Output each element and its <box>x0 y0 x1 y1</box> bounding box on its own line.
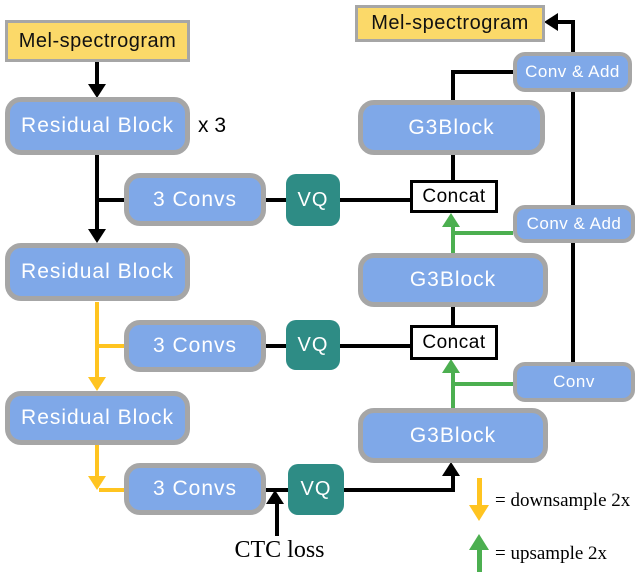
legend-downsample-label: = downsample 2x <box>495 490 631 511</box>
arrowhead-upsample-into-concat2 <box>442 359 460 373</box>
node-vq-3: VQ <box>288 464 344 515</box>
node-residual-block-3: Residual Block <box>5 391 190 445</box>
edge-res2-to-res3-downsample <box>95 302 99 378</box>
edge-g3b3-upsample <box>451 372 455 408</box>
legend-upsample-arrowhead <box>469 534 489 550</box>
edge-ctc-loss <box>275 504 279 536</box>
node-mel-spectrogram-output: Mel-spectrogram <box>355 5 545 42</box>
node-3convs-2: 3 Convs <box>124 320 266 372</box>
node-vq-1: VQ <box>286 174 340 226</box>
node-3convs-3: 3 Convs <box>124 463 266 515</box>
node-conv-add-2: Conv & Add <box>513 205 635 243</box>
edge-concat2-to-g3b2 <box>451 307 455 325</box>
edge-branch-to-convs2 <box>95 344 124 348</box>
arrowhead-upsample-into-concat1 <box>442 213 460 227</box>
node-mel-spectrogram-input: Mel-spectrogram <box>5 20 190 62</box>
node-g3block-3: G3Block <box>358 408 548 463</box>
arrowhead-into-g3b3 <box>442 462 460 476</box>
node-g3block-1: G3Block <box>358 100 545 155</box>
edge-res1-to-res2 <box>95 155 99 230</box>
node-g3block-2: G3Block <box>358 253 548 307</box>
legend-upsample-arrow <box>477 549 482 572</box>
edge-convs2-to-vq2 <box>266 344 286 348</box>
edge-g3b1-up <box>451 72 455 100</box>
edge-vq3-up-to-g3b3 <box>451 476 455 490</box>
edge-mel-to-res1 <box>95 62 99 85</box>
repeat-multiplier-label: x 3 <box>198 114 227 137</box>
edge-g3b3-to-conv <box>451 382 513 386</box>
edge-g3b1-to-convadd1 <box>451 70 513 74</box>
edge-vq2-to-concat2 <box>340 344 410 348</box>
legend-downsample-arrow <box>477 478 482 506</box>
edge-vq1-to-concat1 <box>340 198 410 202</box>
edge-into-mel-right <box>558 20 573 24</box>
edge-branch-to-convs1 <box>95 198 124 202</box>
node-conv-add-1: Conv & Add <box>513 52 632 92</box>
arrowhead-res3-downsample <box>88 476 106 490</box>
edge-g3b2-to-convadd2 <box>451 231 513 235</box>
legend-upsample-label: = upsample 2x <box>495 543 608 564</box>
node-residual-block-2: Residual Block <box>5 243 190 301</box>
arrowhead-mel-to-res1 <box>88 84 106 98</box>
arrowhead-res1-to-res2 <box>88 229 106 243</box>
edge-right-trunk <box>571 20 575 362</box>
node-conv: Conv <box>513 362 635 402</box>
node-concat-1: Concat <box>410 180 498 213</box>
edge-vq3-to-g3b3 <box>344 488 455 492</box>
node-3convs-1: 3 Convs <box>124 173 266 226</box>
edge-convs1-to-vq1 <box>266 198 286 202</box>
arrowhead-into-mel-right <box>544 13 558 31</box>
arrowhead-ctc-loss <box>266 490 284 504</box>
edge-elbow-to-convs3 <box>99 488 124 492</box>
arrowhead-res2-to-res3-downsample <box>88 377 106 391</box>
edge-g3b2-upsample <box>451 226 455 253</box>
node-residual-block-1: Residual Block <box>5 97 190 155</box>
node-concat-2: Concat <box>410 325 498 360</box>
node-vq-2: VQ <box>286 320 340 370</box>
legend-downsample-arrowhead <box>469 505 489 521</box>
ctc-loss-label: CTC loss <box>234 537 325 563</box>
edge-res3-downsample <box>95 445 99 477</box>
edge-concat1-to-g3b1 <box>451 155 455 180</box>
